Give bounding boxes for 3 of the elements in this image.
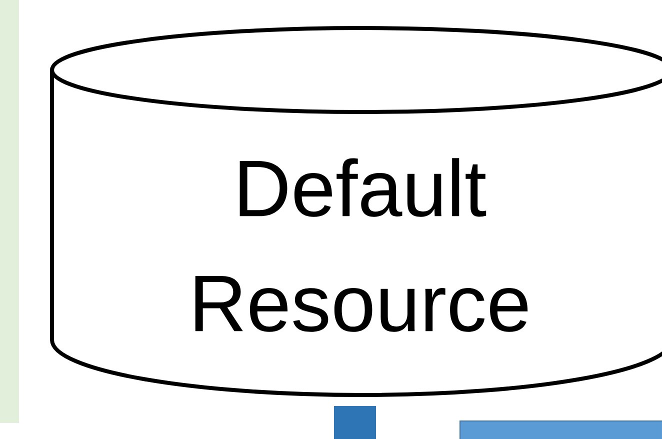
node-label: Default Resource bbox=[195, 158, 528, 332]
database-cylinder: Default Resource bbox=[50, 26, 662, 397]
process-box bbox=[460, 420, 662, 439]
